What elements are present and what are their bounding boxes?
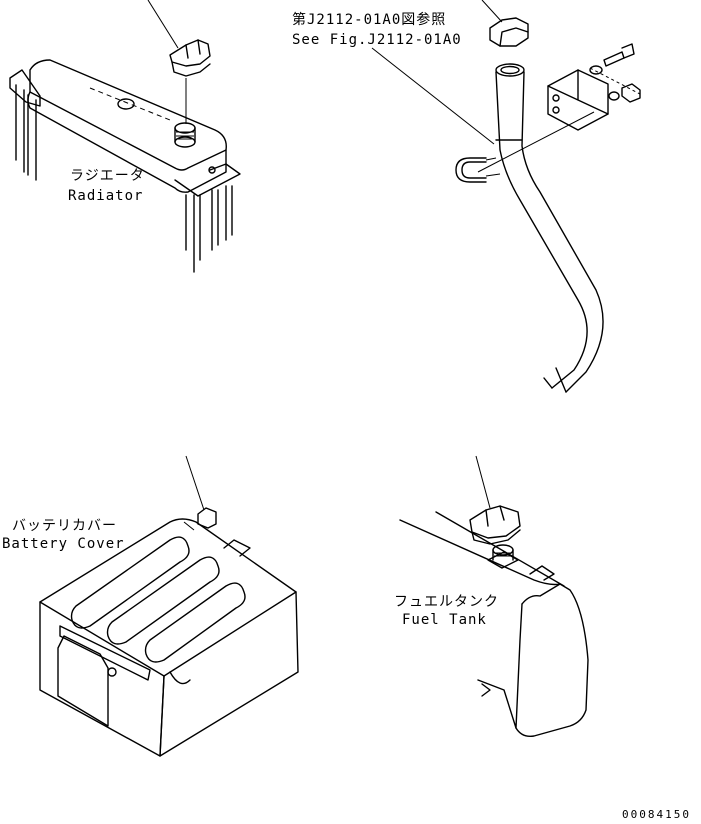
radiator-boss — [117, 98, 135, 110]
label-battery-jp: バッテリカバー — [12, 518, 117, 534]
fuel-cap-leader — [475, 455, 491, 509]
pipe-cap-leader — [481, 0, 503, 23]
pipe-bracket — [547, 69, 609, 131]
washer — [589, 65, 603, 75]
fuel-tank-cap — [469, 505, 521, 545]
label-reference-jp: 第J2112-01A0図参照 — [292, 11, 446, 28]
battery-cover-rib-1 — [70, 536, 190, 629]
filler-pipe-body — [495, 71, 604, 393]
hex-nut — [621, 83, 641, 103]
label-fuel-en: Fuel Tank — [402, 612, 487, 628]
label-fuel-jp: フュエルタンク — [394, 594, 499, 610]
fuel-tank-handle — [529, 565, 555, 581]
radiator-left-bracket — [9, 69, 41, 107]
fuel-tank-body — [399, 519, 589, 738]
battery-cover-assembly — [39, 455, 299, 757]
bracket-bolt — [603, 43, 635, 67]
battery-cover-top — [39, 518, 297, 677]
fuel-tank-assembly — [399, 455, 589, 738]
battery-clip-leader — [185, 455, 205, 511]
reference-leader — [371, 47, 495, 145]
battery-cover-clamp-box — [57, 635, 109, 727]
battery-cover-bolt — [107, 667, 117, 677]
fuel-tank-drain — [481, 683, 491, 697]
pipe-cap — [489, 17, 529, 47]
radiator-cap — [169, 39, 211, 77]
label-radiator-en: Radiator — [68, 188, 143, 204]
label-battery-en: Battery Cover — [2, 536, 125, 552]
battery-cover-rib-3 — [144, 582, 246, 663]
battery-cover-rib-2 — [106, 556, 220, 645]
radiator-right-pipes — [185, 185, 233, 273]
battery-cover-side — [159, 591, 299, 757]
radiator-filler-neck — [174, 122, 196, 148]
fuel-tank-filler-neck — [487, 544, 519, 569]
filler-pipe-assembly — [371, 0, 641, 393]
battery-cover-latch-rail — [59, 625, 151, 681]
battery-cover-handle — [223, 539, 251, 557]
radiator-cap-leader — [147, 0, 179, 49]
label-radiator-jp: ラジエータ — [70, 168, 145, 184]
washer-2 — [608, 91, 620, 101]
radiator-center-line — [89, 87, 171, 121]
radiator-bolt — [208, 166, 216, 174]
radiator-tank-edge — [29, 91, 227, 171]
drawing-number: 00084150 — [622, 808, 691, 821]
radiator-left-pipes — [15, 84, 37, 181]
radiator-right-bracket — [174, 163, 241, 197]
battery-clip — [197, 507, 217, 529]
clamp-bracket-line — [477, 111, 595, 173]
pipe-mouth — [495, 63, 525, 77]
label-reference-en: See Fig.J2112-01A0 — [292, 32, 462, 48]
radiator-assembly — [9, 0, 241, 273]
u-bolt-clamp — [455, 157, 501, 183]
